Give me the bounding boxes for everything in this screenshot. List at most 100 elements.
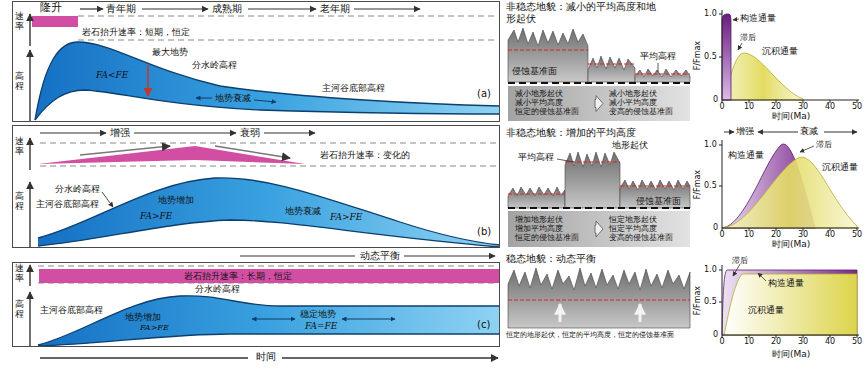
annotation-label: 0 [713,95,718,104]
tick-label: 20 [764,102,788,111]
annotation-label: 衰弱 [240,127,260,139]
art-shape [35,42,500,120]
art-shape [40,166,498,167]
flux-relation: FA<FE [96,70,128,80]
flux-relation: FA=FE [305,321,337,331]
art-shape [342,319,395,320]
art-shape [142,8,208,9]
art-shape [38,178,500,245]
annotation-label: 主河谷底部高程 [322,83,385,93]
art-shape [147,65,149,96]
art-shape [658,63,659,72]
axis-title: 速率 [15,12,24,32]
annotation-label: 滞后 [732,256,748,265]
art-shape [508,211,690,247]
art-shape [508,193,565,194]
annotation-label: 增强 [736,126,754,136]
axis-title: F/Fmax [693,160,702,210]
art-shape [559,304,562,322]
row-c-profile [30,256,500,358]
art-shape [38,220,500,247]
annotation-label: 时间(Ma) [772,111,810,121]
axis-title: F/Fmax [693,31,702,81]
art-shape [588,56,635,82]
annotation-label: 滞后 [740,33,756,42]
art-shape [824,132,857,133]
flux-relation: FA>FE [140,211,172,221]
art-shape [719,270,857,338]
art-shape [80,146,170,155]
tick-label: 30 [791,102,815,111]
art-shape [252,319,295,320]
tick-label: 20 [764,337,788,346]
tick-label: 30 [791,230,815,239]
annotation-label: 成熟期 [212,3,242,15]
axis-title: 高程 [15,300,24,320]
annotation-label: 时间(Ma) [772,239,810,249]
annotation-label: 沉积通量 [748,305,784,315]
art-shape [508,28,588,82]
annotation-label: 恒定的地形起伏，恒定的平均高度，恒定的侵蚀基准面 [506,331,674,339]
tick-label: 0 [710,230,734,239]
art-shape [723,53,803,100]
landform-state-box: 减小地形起伏 减小平均高度 变高的侵蚀基准面 [606,87,686,120]
panel-letter: (b) [477,226,491,238]
tick-label: 10 [737,230,761,239]
panel-letter: (a) [477,88,491,100]
landform-state-box: 增加地形起伏 增加平均高度 恒定的侵蚀基准面 [512,213,592,246]
art-shape [215,146,290,158]
art-shape [722,270,857,335]
annotation-label: 沉积通量 [822,162,858,172]
art-shape [800,146,814,152]
art-shape [508,187,565,208]
art-shape [264,132,315,133]
flow-arrow [595,96,603,112]
art-shape [29,138,30,170]
panel-frame: (c)岩石抬升速率：长期，恒定 [12,262,500,347]
panel-letter: (c) [477,319,490,331]
annotation-label: 0 [713,330,718,339]
tick-label: 40 [818,230,842,239]
art-shape [29,265,30,286]
annotation-label: 侵蚀基准面 [636,196,681,206]
annotation-label: 滞后 [816,140,832,149]
art-shape [620,180,690,208]
landform-state-box: 恒定地形起伏 恒定平均高度 变高的侵蚀基准面 [606,213,686,246]
art-shape [38,178,500,247]
flux-chart-b [719,132,859,231]
art-shape [724,132,734,133]
annotation-label: 平均高程 [640,51,676,61]
panel-frame: (a) [12,1,500,122]
art-shape [282,357,498,358]
art-shape [724,274,857,335]
art-shape [719,145,857,231]
art-shape [733,19,739,20]
art-shape [404,255,495,256]
node-text: 减小地形起伏 减小平均高度 恒定的侵蚀基准面 [515,89,587,117]
art-shape [240,255,355,256]
node-text: 恒定地形起伏 恒定平均高度 变高的侵蚀基准面 [609,215,681,243]
art-shape [719,14,857,103]
art-shape [80,8,103,9]
art-shape [639,304,642,322]
art-shape [35,42,500,120]
art-shape [29,14,30,46]
tick-label: 20 [764,230,788,239]
tick-label: 50 [845,230,867,239]
art-shape [508,207,690,209]
art-shape [588,63,635,64]
annotation-label: 沉积通量 [762,46,798,56]
tick-label: 0 [710,102,734,111]
tick-label: 10 [737,102,761,111]
art-shape [38,146,305,164]
annotation-label: 青年期 [106,3,136,15]
annotation-label: 增强 [110,127,130,139]
tick-label: 40 [818,102,842,111]
art-shape [722,265,859,335]
art-shape [722,10,859,100]
art-shape [29,292,30,346]
art-shape [508,86,690,121]
art-shape [248,8,316,9]
tick-label: 50 [845,337,867,346]
